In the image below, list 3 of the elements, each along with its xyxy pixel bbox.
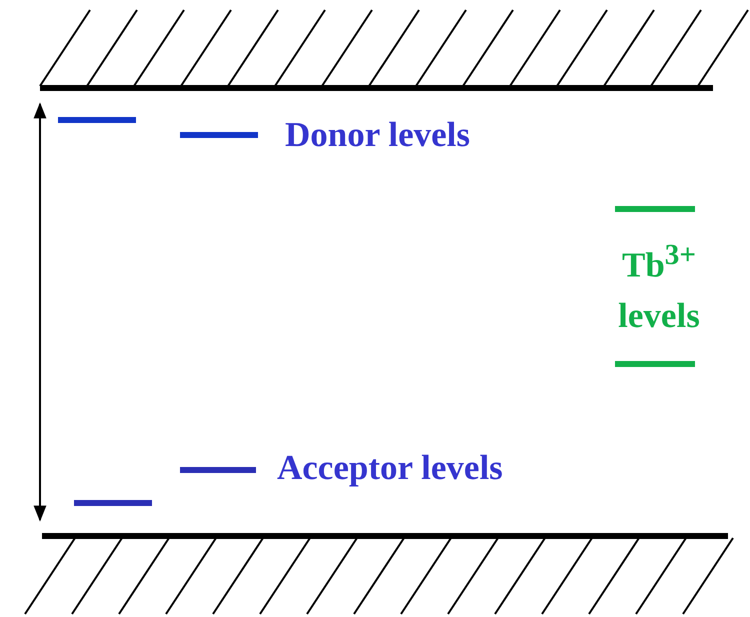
level-label: Tb$^{3+}$ levels — [617, 238, 701, 337]
level-label: Acceptor levels — [277, 447, 503, 489]
level-label: Donor levels — [285, 114, 470, 156]
